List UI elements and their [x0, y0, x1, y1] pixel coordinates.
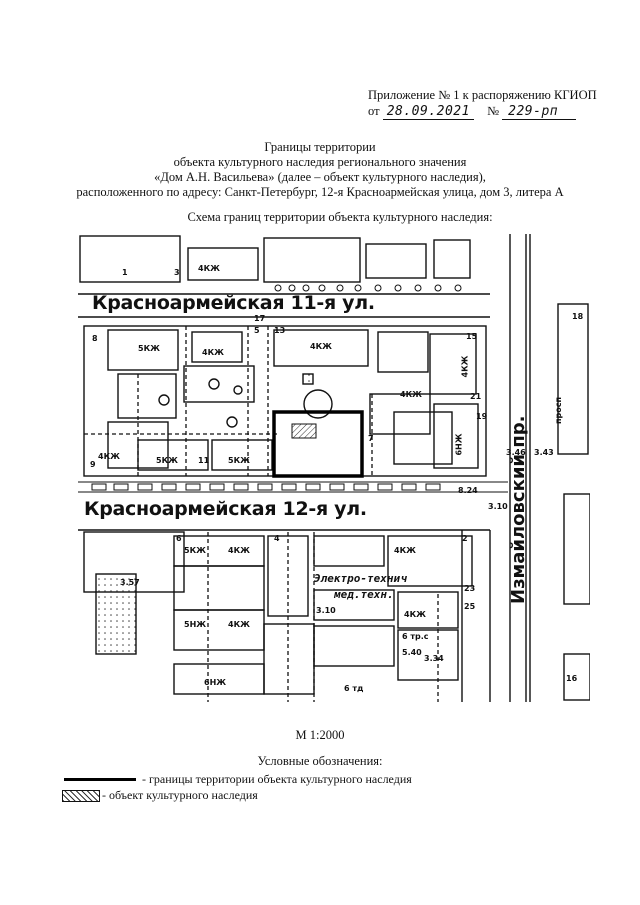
floor-label: 5НЖ	[184, 620, 207, 629]
lot-number: 15	[466, 332, 478, 341]
height-mark: 3.10	[488, 502, 508, 511]
floor-label: 6НЖ	[454, 433, 464, 456]
mark-label-2: 6 тд	[344, 684, 364, 693]
street-bottom-label: Красноармейская 12-я ул.	[84, 498, 367, 520]
lot-number: 19	[476, 412, 488, 421]
floor-label: 5КЖ	[184, 546, 206, 555]
boundary-map: Красноармейская 11-я ул. Красноармейская…	[78, 234, 591, 702]
street-top-label: Красноармейская 11-я ул.	[92, 292, 375, 314]
mark-label: 6 тр.с	[402, 632, 429, 641]
height-mark: 3.10	[316, 606, 336, 615]
lot-number: 23	[464, 584, 476, 593]
legend-boundary-line	[64, 778, 136, 781]
electro-label: Электро-технич	[314, 572, 407, 585]
from-prefix: от	[368, 104, 380, 118]
height-mark: 3.57	[120, 578, 140, 587]
floor-label: 4КЖ	[228, 546, 250, 555]
scheme-caption: Схема границ территории объекта культурн…	[187, 210, 493, 224]
lot-number: 21	[470, 392, 482, 401]
lot-number: 3	[174, 268, 180, 277]
order-number: 229-рп	[502, 104, 577, 120]
lot-number: 1	[122, 268, 128, 277]
lot-number: 7	[368, 434, 374, 443]
floor-label: 5КЖ	[228, 456, 250, 465]
floor-label: 4КЖ	[460, 355, 470, 378]
height-mark: 8.24	[458, 486, 478, 495]
prosp-label: просп	[554, 396, 563, 424]
lot-number: 25	[464, 602, 476, 611]
height-mark: 3.34	[424, 654, 444, 663]
floor-label: 5КЖ	[156, 456, 178, 465]
lot-number: 11	[198, 456, 210, 465]
lot-number: 9	[90, 460, 96, 469]
height-mark: 3.43	[534, 448, 554, 457]
territory-boundary	[272, 410, 364, 478]
legend-title: Условные обозначения:	[257, 754, 383, 768]
order-date: 28.09.2021	[382, 104, 474, 120]
scale-label: М 1:2000	[295, 728, 345, 742]
appendix-line: Приложение № 1 к распоряжению КГИОП	[368, 88, 597, 102]
order-date-line: от 28.09.2021 № 229-рп	[368, 104, 577, 120]
lot-number: 2	[462, 534, 468, 543]
med-label: мед.техн.	[334, 588, 394, 601]
title-line-2: объекта культурного наследия регионально…	[173, 155, 467, 169]
lot-number: 4	[274, 534, 280, 543]
lot-number: 6	[176, 534, 182, 543]
number-sign: №	[487, 104, 500, 118]
floor-label: 4КЖ	[400, 390, 422, 399]
lot-number: 13	[274, 326, 286, 335]
street-vertical-label: Измайловский пр.	[508, 415, 529, 604]
floor-label: 4КЖ	[228, 620, 250, 629]
title-line-3: «Дом А.Н. Васильева» (далее – объект кул…	[154, 170, 486, 184]
title-line-4: расположенного по адресу: Санкт-Петербур…	[76, 185, 564, 199]
document-title: Границы территории объекта культурного н…	[0, 140, 640, 200]
floor-label: 4КЖ	[394, 546, 416, 555]
legend-item-object: - объект культурного наследия	[102, 788, 258, 802]
floor-label: 4КЖ	[310, 342, 332, 351]
lot-number: 18	[572, 312, 584, 321]
height-mark: 5.40	[402, 648, 422, 657]
height-mark: 3.46	[506, 448, 526, 457]
lot-number: 16	[566, 674, 578, 683]
floor-label: 4КЖ	[198, 264, 220, 273]
floor-label: 6НЖ	[204, 678, 227, 687]
lot-number: 5	[254, 326, 260, 335]
legend-hatch-swatch	[62, 790, 100, 802]
title-line-1: Границы территории	[264, 140, 376, 154]
floor-label: 4КЖ	[404, 610, 426, 619]
lot-number: 17	[254, 314, 266, 323]
map-drawing	[78, 234, 591, 702]
floor-label: 5КЖ	[138, 344, 160, 353]
floor-label: 4КЖ	[202, 348, 224, 357]
legend-item-boundary: - границы территории объекта культурного…	[142, 772, 412, 786]
lot-number: 8	[92, 334, 98, 343]
floor-label: 4КЖ	[98, 452, 120, 461]
